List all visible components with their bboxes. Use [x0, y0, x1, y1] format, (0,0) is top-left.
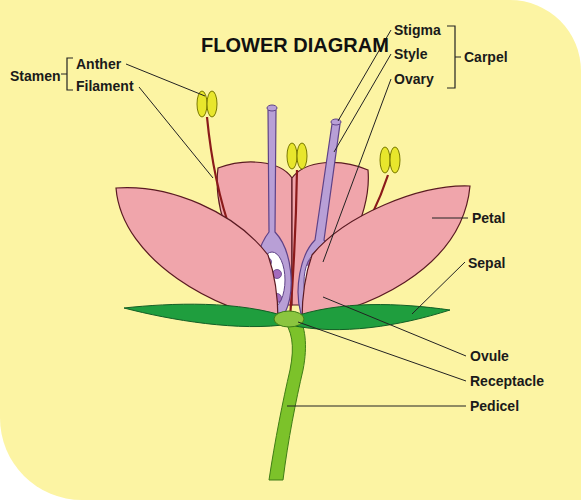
group-label: Stamen	[10, 68, 61, 84]
outer-petal	[302, 186, 470, 320]
anther-shapes	[197, 91, 400, 173]
group-bracket	[447, 26, 461, 88]
stigma-tip	[267, 105, 277, 111]
sepal-leaf	[290, 305, 450, 330]
leader-lines	[126, 30, 468, 406]
receptacle-shape	[274, 311, 304, 327]
stigma-tip	[331, 119, 341, 125]
filament-line	[290, 170, 297, 318]
sepal-leaf	[124, 304, 290, 326]
part-label: Stigma	[394, 22, 441, 38]
part-label: Petal	[472, 210, 505, 226]
part-label: Filament	[76, 78, 134, 94]
pedicel-stem	[269, 316, 305, 480]
part-label: Pedicel	[470, 398, 519, 414]
part-label: Ovule	[470, 348, 509, 364]
part-label: Style	[394, 46, 427, 62]
part-label: Ovary	[394, 71, 434, 87]
group-bracket	[61, 58, 73, 90]
part-label: Receptacle	[470, 373, 544, 389]
part-label: Sepal	[468, 255, 505, 271]
part-label: Anther	[76, 56, 121, 72]
group-label: Carpel	[464, 49, 508, 65]
outer-petal	[116, 188, 278, 320]
